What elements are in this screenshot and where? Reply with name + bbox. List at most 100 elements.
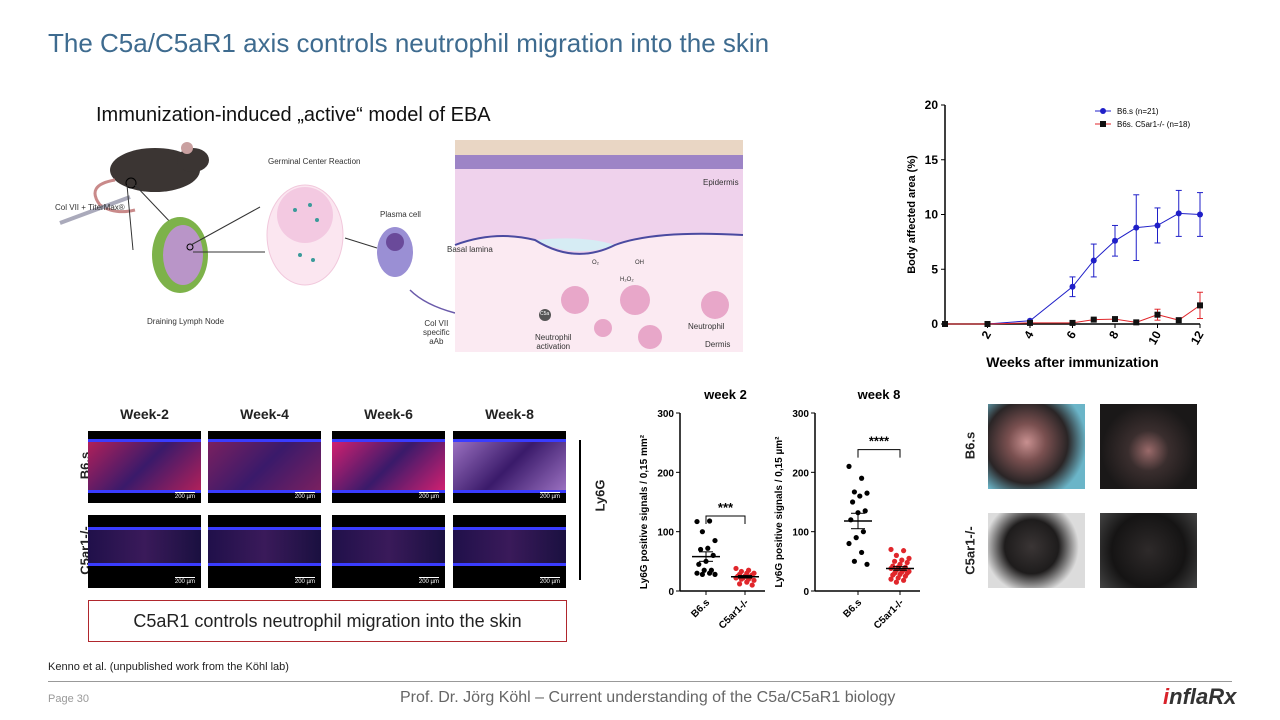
data-point — [698, 546, 704, 553]
significance-bracket — [857, 449, 901, 458]
data-point — [705, 545, 711, 551]
data-point — [901, 548, 907, 554]
tissue-section — [208, 439, 321, 493]
c5a-label: C5a — [540, 311, 550, 317]
data-point — [1197, 211, 1203, 218]
data-point — [749, 582, 755, 588]
y-tick-label: 200 — [792, 468, 809, 479]
neutrophil-label: Neutrophil — [688, 322, 725, 331]
significance-label: *** — [718, 500, 734, 515]
data-point — [733, 565, 739, 572]
legend-label: B6s. C5ar1-/- (n=18) — [1117, 120, 1190, 129]
data-point — [862, 508, 868, 514]
data-point — [893, 579, 899, 585]
footer-divider — [48, 681, 1232, 682]
data-point — [1027, 319, 1033, 326]
data-point — [1090, 316, 1097, 323]
data-point — [984, 321, 991, 327]
y-tick-label: 10 — [925, 208, 939, 222]
data-point — [846, 463, 852, 469]
data-point — [855, 510, 861, 516]
mouse-photo-c5ar1-back — [1100, 513, 1197, 588]
y-tick-label: 200 — [657, 468, 674, 479]
scale-bar: 200 µm — [539, 577, 560, 585]
inflarx-logo: inflaRx — [1163, 684, 1236, 710]
data-point — [1175, 317, 1182, 324]
y-tick-label: 100 — [792, 528, 809, 539]
dermis-label: Dermis — [705, 340, 731, 349]
tissue-section — [88, 527, 201, 566]
x-tick-label: C5ar1-/- — [717, 597, 751, 631]
y-axis-label: Ly6G positive signals / 0,15 mm² — [639, 434, 650, 589]
antibody-label-line: Col VII — [424, 319, 449, 328]
data-point — [853, 535, 859, 541]
column-header: Week-6 — [364, 406, 413, 422]
y-tick-label: 300 — [792, 409, 809, 420]
tissue-section — [88, 439, 201, 493]
eba-model-schematic: Col VII + TiterMax® Draining Lymph Node … — [55, 135, 745, 357]
page-number: Page 30 — [48, 693, 89, 705]
data-point — [901, 577, 907, 583]
data-point — [1069, 283, 1076, 290]
y-tick-label: 300 — [657, 409, 674, 420]
data-point — [701, 567, 707, 573]
data-point — [696, 561, 702, 567]
scale-bar: 200 µm — [174, 492, 195, 500]
significance-bracket — [705, 515, 746, 525]
germinal-center-icon — [266, 184, 344, 286]
data-point — [1154, 311, 1161, 318]
data-point — [859, 475, 865, 481]
lymph-node-icon — [152, 217, 208, 293]
data-point — [864, 490, 870, 496]
lymph-node-label: Draining Lymph Node — [147, 317, 225, 326]
mouse-icon — [93, 142, 209, 214]
mouse-photo-b6s-back — [1100, 404, 1197, 489]
data-point — [850, 499, 856, 505]
skin-diagram — [454, 140, 744, 352]
histology-image: 200 µm — [208, 515, 321, 588]
photo-row-label: B6.s — [962, 431, 978, 460]
x-tick-label: B6.s — [689, 597, 712, 620]
column-header: Week-2 — [120, 406, 169, 422]
data-point — [1112, 316, 1118, 323]
histology-image: 200 µm — [332, 515, 445, 588]
data-point — [1133, 319, 1140, 326]
data-point — [899, 557, 905, 563]
tissue-section — [453, 527, 566, 566]
oh-label: OH — [635, 260, 644, 266]
histology-image: 200 µm — [208, 431, 321, 503]
y-tick-label: 15 — [925, 153, 939, 167]
data-point — [699, 571, 705, 577]
citation: Kenno et al. (unpublished work from the … — [48, 661, 289, 673]
data-point — [699, 529, 705, 535]
data-point — [893, 552, 899, 558]
series-line — [945, 304, 1201, 325]
histology-image: 200 µm — [88, 431, 201, 503]
histology-image: 200 µm — [453, 515, 566, 588]
data-point — [694, 570, 700, 576]
tissue-section — [332, 527, 445, 566]
data-point — [902, 573, 908, 579]
data-point — [851, 489, 857, 495]
x-tick-label: C5ar1-/- — [872, 597, 906, 631]
c5a-molecule-icon — [539, 309, 551, 321]
column-header: Week-4 — [240, 406, 289, 422]
plasma-cell-label: Plasma cell — [380, 210, 421, 219]
data-point — [1069, 319, 1076, 326]
series-line — [945, 212, 1201, 325]
tissue-section — [332, 439, 445, 493]
scale-bar: 200 µm — [174, 577, 195, 585]
divider-line — [579, 440, 581, 580]
data-point — [846, 540, 852, 547]
y-tick-label: 0 — [803, 587, 809, 598]
scale-bar: 200 µm — [294, 492, 315, 500]
mouse-photo-b6s-face — [988, 404, 1085, 489]
plasma-cell-icon — [377, 227, 413, 277]
logo-i: i — [1163, 684, 1170, 709]
epidermis-label: Epidermis — [703, 178, 739, 187]
slide-subtitle: Immunization-induced „active“ model of E… — [96, 104, 491, 126]
x-tick-label: 2 — [979, 328, 995, 341]
legend-marker — [1100, 108, 1106, 114]
